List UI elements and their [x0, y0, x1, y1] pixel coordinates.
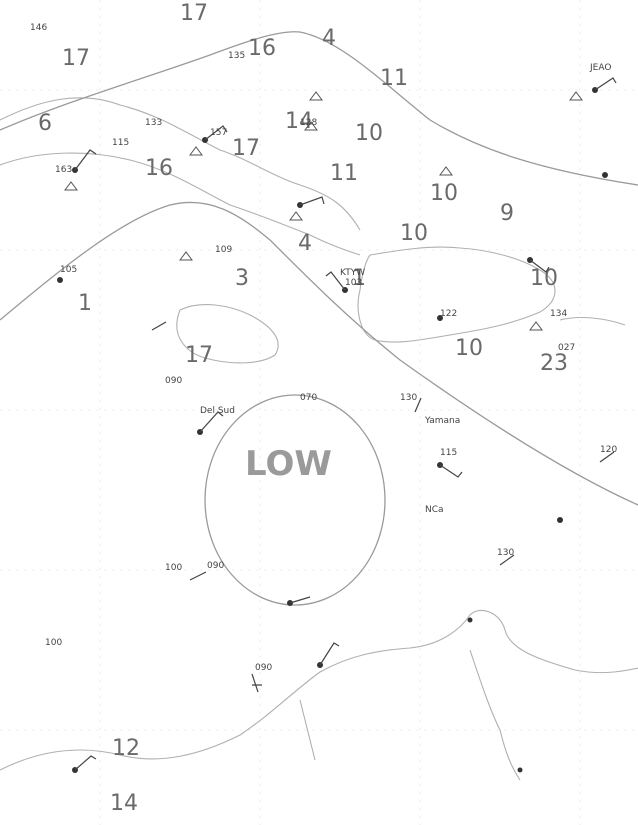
big-number: 16 — [248, 36, 276, 61]
station-value: 090 — [255, 663, 272, 673]
pressure-tendency-marks — [64, 91, 583, 331]
isobar-low-closed — [204, 394, 386, 606]
big-number: 17 — [185, 343, 213, 368]
coastlines — [0, 97, 638, 781]
big-number: 10 — [355, 121, 383, 146]
puerto-rico-coast — [559, 316, 626, 326]
wind-barbs — [74, 77, 617, 771]
station-value: 135 — [228, 51, 245, 61]
station-value: 109 — [215, 245, 232, 255]
big-number: 12 — [112, 736, 140, 761]
station-name: Yamana — [424, 416, 460, 426]
station-name: KTYW — [340, 268, 365, 278]
station-name: JEAO — [589, 63, 611, 73]
maracaibo-coast — [469, 649, 521, 781]
station-value: 130 — [400, 393, 417, 403]
big-number: 10 — [455, 336, 483, 361]
big-number: 4 — [298, 231, 312, 256]
south-america-coast — [0, 610, 638, 771]
station-name: NCa — [425, 505, 444, 515]
big-number: 4 — [322, 26, 336, 51]
big-number: 9 — [500, 201, 514, 226]
station-markers — [57, 87, 608, 773]
jamaica-coast — [176, 304, 279, 364]
station-value: 103 — [345, 278, 362, 288]
station-value: 120 — [600, 445, 617, 455]
station-value: 146 — [30, 23, 47, 33]
big-number: 23 — [540, 351, 568, 376]
big-numbers: 17 16 4 11 6 16 17 14 10 10 10 9 4 11 1 … — [38, 1, 568, 816]
colombia-coast — [299, 699, 316, 761]
station-value: 090 — [165, 376, 182, 386]
hispaniola-coast — [357, 246, 556, 343]
isobar-middle — [0, 201, 638, 506]
station-value: 134 — [550, 309, 567, 319]
station-value: 115 — [112, 138, 129, 148]
station-value: 128 — [300, 118, 317, 128]
station-value: 115 — [440, 448, 457, 458]
big-number: 1 — [78, 291, 92, 316]
big-number: 3 — [235, 266, 249, 291]
station-value: 133 — [145, 118, 162, 128]
big-number: 16 — [145, 156, 173, 181]
station-value: 100 — [165, 563, 182, 573]
station-value: 157 — [210, 128, 227, 138]
big-number: 1 — [352, 266, 366, 291]
station-value: 027 — [558, 343, 575, 353]
station-observations: 146 135 157 133 115 163 109 105 103 122 … — [30, 23, 617, 673]
station-value: 163 — [55, 165, 72, 175]
station-value: 100 — [45, 638, 62, 648]
station-value: 130 — [497, 548, 514, 558]
big-number: 11 — [330, 161, 358, 186]
cuba-coast-south — [0, 152, 361, 256]
station-value: 105 — [60, 265, 77, 275]
big-number: 6 — [38, 111, 52, 136]
station-value: 070 — [300, 393, 317, 403]
big-number: 17 — [232, 136, 260, 161]
station-value: 090 — [207, 561, 224, 571]
station-name: Del Sud — [200, 406, 235, 416]
big-number: 10 — [400, 221, 428, 246]
isobars — [0, 31, 638, 606]
big-number: 17 — [180, 1, 208, 26]
big-number: 17 — [62, 46, 90, 71]
isobar-north — [0, 31, 638, 186]
big-number: 10 — [430, 181, 458, 206]
low-pressure-label: LOW — [245, 444, 332, 484]
cuba-coast-north — [0, 97, 361, 231]
big-number: 11 — [380, 66, 408, 91]
big-number: 14 — [110, 791, 138, 816]
station-value: 122 — [440, 309, 457, 319]
